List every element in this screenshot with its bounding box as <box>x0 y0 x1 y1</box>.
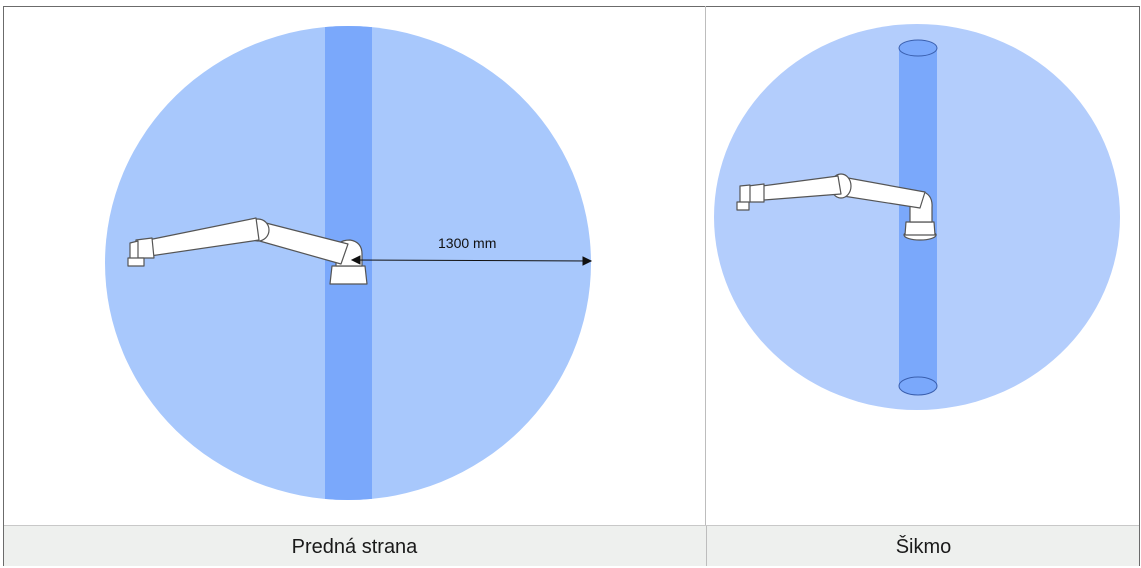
front-view <box>105 26 593 500</box>
oblique-column-top <box>898 39 938 57</box>
front-robot-arm <box>127 217 368 285</box>
caption-oblique: Šikmo <box>706 526 1140 566</box>
oblique-column-bottom <box>898 376 938 396</box>
column-divider <box>705 6 706 566</box>
oblique-robot-arm <box>736 173 937 241</box>
caption-row: Predná strana Šikmo <box>4 525 1139 566</box>
dimension-label: 1300 mm <box>438 235 497 251</box>
front-dimension-line <box>350 255 593 266</box>
caption-front: Predná strana <box>291 536 418 558</box>
oblique-view <box>714 24 1120 410</box>
